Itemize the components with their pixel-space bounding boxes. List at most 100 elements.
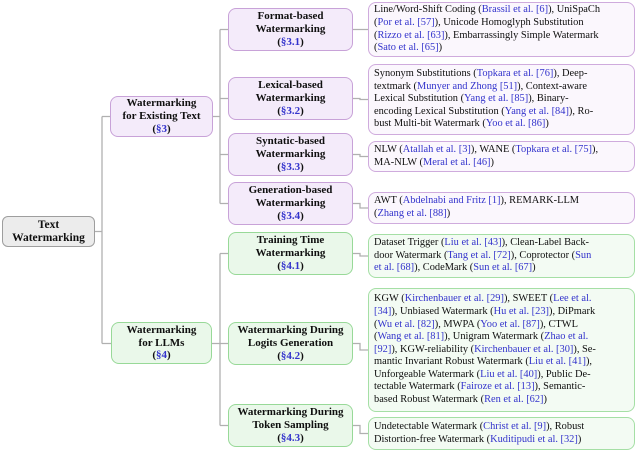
citation-link[interactable]: Atallah et al. [3] <box>402 143 471 155</box>
plain-text: ), Unigram Watermark ( <box>444 331 545 343</box>
citation-link[interactable]: §4.1 <box>280 259 301 272</box>
citation-link[interactable]: Topkara et al. [75] <box>515 143 592 155</box>
leaf-text-block: Line/Word-Shift Coding (Brassil et al. [… <box>374 4 600 54</box>
citation-link[interactable]: Fairoze et al. [13] <box>460 381 535 393</box>
citation-link[interactable]: Tang et al. [72] <box>447 249 511 261</box>
plain-text: AWT ( <box>374 195 403 207</box>
citation-link[interactable]: Topkara et al. [76] <box>476 68 554 80</box>
citation-link[interactable]: Kirchenbauer et al. [30] <box>474 343 574 355</box>
citation-link[interactable]: Hu et al. [23] <box>493 305 549 317</box>
section-ref[interactable]: (§3.1) <box>277 36 304 49</box>
section-ref[interactable]: (§4) <box>152 349 170 362</box>
leaf-syntatic-based-methods: NLW (Atallah et al. [3]), WANE (Topkara … <box>368 141 635 172</box>
citation-link[interactable]: Meral et al. [46] <box>422 156 491 168</box>
plain-text: ), Unbiased Watermark ( <box>391 305 494 317</box>
citation-link[interactable]: Kuditipudi et al. [32] <box>490 433 578 445</box>
section-ref[interactable]: (§3.4) <box>277 210 304 223</box>
plain-text: ( <box>152 122 156 135</box>
citation-link[interactable]: Liu et al. [41] <box>528 356 586 368</box>
plain-text: ) <box>300 349 304 362</box>
citation-link[interactable]: Rizzo et al. [63] <box>377 29 445 41</box>
connector-lines <box>95 28 368 435</box>
section-ref[interactable]: (§3.3) <box>277 161 304 174</box>
node-label-line: Syntatic-based <box>255 135 326 148</box>
citation-link[interactable]: §4.3 <box>280 431 301 444</box>
plain-text: Undetectable Watermark ( <box>374 420 484 432</box>
node-label-line: Watermarking During <box>237 324 344 337</box>
leaf-format-based-methods: Line/Word-Shift Coding (Brassil et al. [… <box>368 2 635 57</box>
category-node-format-based: Format-based Watermarking (§3.1) <box>228 8 353 51</box>
citation-link[interactable]: Brassil et al. [6] <box>481 4 549 16</box>
plain-text: ) <box>300 259 304 272</box>
citation-link[interactable]: Yang et al. [85] <box>464 93 529 105</box>
plain-text: ), Deep- textmark ( <box>374 68 588 92</box>
node-label-line: Format-based <box>257 10 324 23</box>
section-ref[interactable]: (§3.2) <box>277 105 304 118</box>
section-ref[interactable]: (§3) <box>152 123 170 136</box>
plain-text: ), Clean-Label Back- door Watermark ( <box>374 237 589 261</box>
citation-link[interactable]: Abdelnabi and Fritz [1] <box>402 195 501 207</box>
plain-text: ), Ro- bust Multi-bit Watermark ( <box>374 105 594 130</box>
citation-link[interactable]: Zhang et al. [88] <box>377 208 447 219</box>
node-label-line: Watermarking <box>255 92 326 105</box>
citation-link[interactable]: Liu et al. [43] <box>444 237 502 249</box>
plain-text: ) <box>543 394 547 406</box>
node-label-line: Generation-based <box>248 184 333 197</box>
citation-link[interactable]: Yoo et al. [87] <box>480 318 540 330</box>
branch-node-existing-text: Watermarking for Existing Text (§3) <box>110 96 213 137</box>
section-ref[interactable]: (§4.1) <box>277 260 304 273</box>
plain-text: ), Coprotector ( <box>510 249 576 261</box>
citation-link[interactable]: Lee et al. [34] <box>374 293 592 317</box>
leaf-text-block: NLW (Atallah et al. [3]), WANE (Topkara … <box>374 144 598 169</box>
leaf-text-block: Synonym Substitutions (Topkara et al. [7… <box>374 68 593 131</box>
citation-link[interactable]: Yang et al. [84] <box>504 105 569 117</box>
citation-link[interactable]: §3.4 <box>280 209 301 222</box>
citation-link[interactable]: Sun et al. [68] <box>374 249 592 274</box>
citation-link[interactable]: Sato et al. [65] <box>377 42 439 54</box>
plain-text: ), WANE ( <box>470 143 516 155</box>
node-label-line: Text <box>37 218 60 231</box>
plain-text: ), Unicode Homoglyph Substitution ( <box>374 16 584 41</box>
section-ref[interactable]: (§4.2) <box>277 350 304 363</box>
section-ref[interactable]: (§4.3) <box>277 432 304 445</box>
citation-link[interactable]: Liu et al. [40] <box>480 368 538 380</box>
leaf-training-time-methods: Dataset Trigger (Liu et al. [43]), Clean… <box>368 234 635 278</box>
branch-node-llms: Watermarking for LLMs (§4) <box>111 322 212 364</box>
plain-text: ), SWEET ( <box>503 293 554 305</box>
citation-link[interactable]: Christ et al. [9] <box>483 420 547 432</box>
plain-text: ) <box>490 156 494 168</box>
plain-text: ( <box>277 35 281 48</box>
node-label-line: for Existing Text <box>122 110 201 123</box>
citation-link[interactable]: Ren et al. [62] <box>484 394 544 406</box>
citation-link[interactable]: §3.2 <box>280 104 301 117</box>
plain-text: ) <box>300 209 304 222</box>
citation-link[interactable]: Kirchenbauer et al. [29] <box>404 293 504 305</box>
category-node-syntatic-based: Syntatic-based Watermarking (§3.3) <box>228 133 353 176</box>
citation-link[interactable]: Wu et al. [82] <box>377 318 435 330</box>
node-label-line: Watermarking <box>255 23 326 36</box>
node-label-line: Watermarking During <box>237 406 344 419</box>
plain-text: ), CodeMark ( <box>414 262 474 274</box>
plain-text: ) <box>300 160 304 173</box>
plain-text: ), DiPmark ( <box>374 305 596 330</box>
plain-text: ), Embarrassingly Simple Watermark ( <box>374 29 599 54</box>
plain-text: ( <box>277 431 281 444</box>
citation-link[interactable]: Wang et al. [81] <box>377 331 445 343</box>
citation-link[interactable]: §3.1 <box>280 35 301 48</box>
citation-link[interactable]: §4.2 <box>280 349 301 362</box>
leaf-logits-generation-methods: KGW (Kirchenbauer et al. [29]), SWEET (L… <box>368 288 635 412</box>
node-label-line: Watermarking <box>255 148 326 161</box>
leaf-token-sampling-methods: Undetectable Watermark (Christ et al. [9… <box>368 417 635 450</box>
plain-text: ), Unforgeable Watermark ( <box>374 356 592 380</box>
citation-link[interactable]: §3.3 <box>280 160 301 173</box>
plain-text: ) <box>545 118 549 130</box>
citation-link[interactable]: Sun et al. [67] <box>473 262 533 274</box>
citation-link[interactable]: §3 <box>156 122 167 135</box>
category-node-lexical-based: Lexical-based Watermarking (§3.2) <box>228 77 353 120</box>
citation-link[interactable]: Por et al. [57] <box>377 16 435 28</box>
citation-link[interactable]: §4 <box>156 349 167 362</box>
citation-link[interactable]: Munyer and Zhong [51] <box>417 80 518 92</box>
citation-link[interactable]: Yoo et al. [86] <box>485 118 546 130</box>
citation-link[interactable]: Zhao et al. [92] <box>374 331 589 355</box>
